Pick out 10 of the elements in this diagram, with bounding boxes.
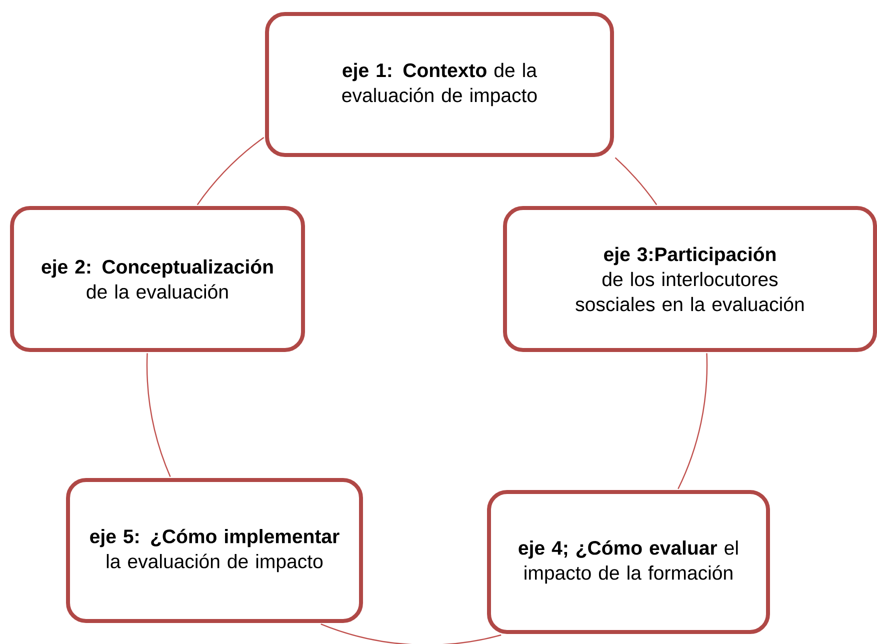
text-box: eje 5: ¿Cómo implementar la evaluación de impacto (66, 478, 363, 623)
connector-arc (146, 353, 171, 477)
connector-arc (320, 624, 502, 644)
connector-arc (678, 353, 708, 490)
text-box: eje 3:Participación de los interlocutores sosciales en la evaluación (503, 206, 877, 352)
connector-arc (196, 136, 264, 206)
text-box: eje 1: Contexto de la evaluación de impacto (265, 12, 614, 157)
text-box: eje 4; ¿Cómo evaluar el impacto de la formación (487, 490, 770, 634)
connector-arc (614, 157, 658, 206)
text-box: eje 2: Conceptualización de la evaluación (10, 206, 305, 352)
